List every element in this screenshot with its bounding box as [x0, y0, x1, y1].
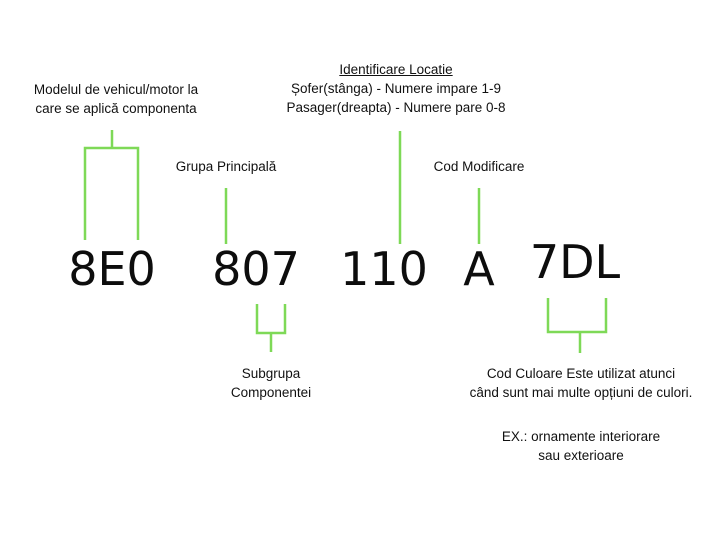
model-bracket [83, 146, 140, 240]
color-label: Cod Culoare Este utilizat atunci când su… [431, 364, 720, 402]
subgroup-label-line-2: Componentei [230, 385, 312, 400]
model-label: Modelul de vehicul/motor la care se apli… [6, 80, 226, 118]
subgroup-label-line-1: Subgrupa [241, 366, 301, 381]
code-color: 7DL [529, 235, 621, 289]
location-label: Identificare Locatie Șofer(stânga) - Num… [246, 60, 546, 117]
color-example: EX.: ornamente interiorare sau exterioar… [481, 427, 681, 465]
code-location: 110 [340, 242, 428, 296]
subgroup-bracket [255, 304, 287, 335]
color-example-line-2: sau exterioare [538, 448, 624, 463]
model-label-line-2: care se aplică componenta [35, 101, 197, 116]
code-model: 8E0 [68, 242, 156, 296]
location-line-2: Pasager(dreapta) - Numere pare 0-8 [286, 100, 506, 115]
subgroup-label: Subgrupa Componentei [201, 364, 341, 402]
model-label-line-1: Modelul de vehicul/motor la [33, 82, 199, 97]
location-title: Identificare Locatie [339, 62, 453, 77]
main-group-label: Grupa Principală [175, 159, 277, 174]
code-group: 807 [212, 242, 300, 296]
color-label-line-1: Cod Culoare Este utilizat atunci [486, 366, 676, 381]
code-modification: A [463, 242, 495, 296]
color-bracket [546, 298, 608, 334]
color-label-line-2: când sunt mai multe opțiuni de culori. [469, 385, 693, 400]
location-line-1: Șofer(stânga) - Numere impare 1-9 [290, 81, 502, 96]
modification-label: Cod Modificare [433, 159, 525, 174]
color-example-line-1: EX.: ornamente interiorare [501, 429, 661, 444]
